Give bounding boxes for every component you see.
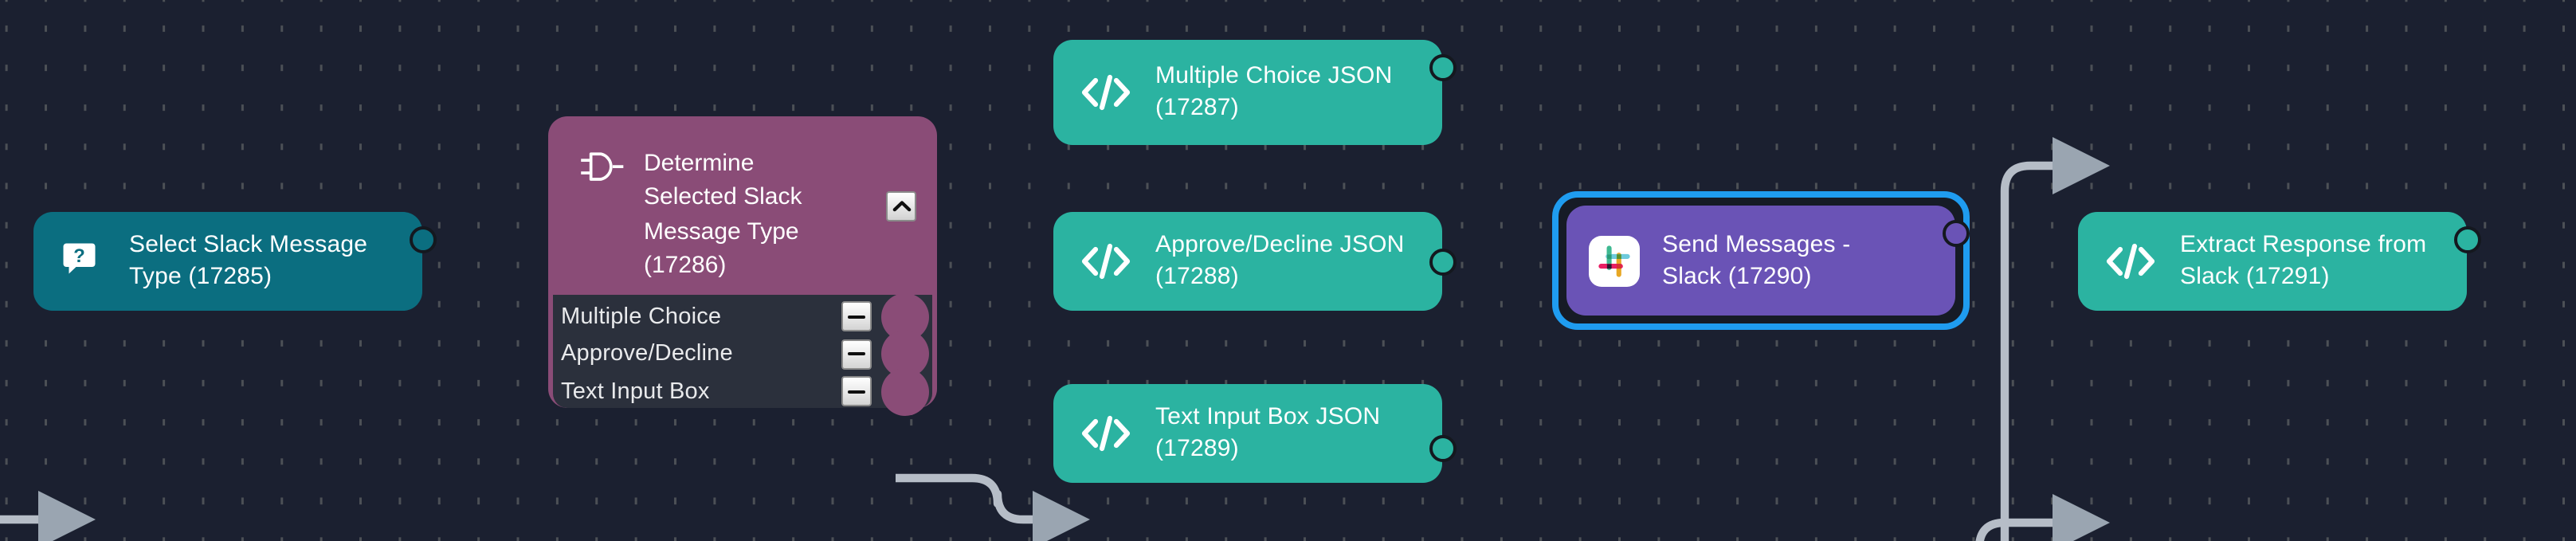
arrow-head-17288	[2053, 494, 2110, 541]
output-label-text-input-box: Text Input Box	[561, 378, 710, 405]
code-icon	[1079, 410, 1133, 457]
node-title-17288: Approve/Decline JSON (17288)	[1155, 231, 1405, 290]
arrow-head-incoming	[38, 491, 96, 541]
node-extract-response-from-slack[interactable]: Extract Response from Slack (17291)	[2078, 212, 2481, 311]
code-icon	[2104, 237, 2158, 285]
output-label-approve-decline: Approve/Decline	[561, 341, 733, 367]
node-title-17286: Determine Selected Slack Message Type (1…	[644, 150, 802, 279]
minus-icon-multiple-choice[interactable]	[841, 301, 872, 332]
output-row-approve-decline[interactable]: Approve/Decline	[553, 330, 932, 378]
node-title-17287: Multiple Choice JSON (17287)	[1155, 62, 1393, 121]
minus-glyph	[848, 352, 865, 356]
minus-glyph	[848, 315, 865, 319]
node-title-17289: Text Input Box JSON (17289)	[1155, 403, 1381, 462]
chevron-up-icon[interactable]	[886, 191, 916, 221]
minus-icon-approve-decline[interactable]	[841, 339, 872, 370]
output-port-17288[interactable]	[1429, 249, 1457, 276]
output-port-17285[interactable]	[410, 226, 437, 253]
arrow-head-17286	[1033, 491, 1090, 541]
code-icon	[1079, 69, 1133, 116]
wire-17285-to-17286	[896, 473, 1039, 524]
minus-glyph	[848, 390, 865, 394]
output-row-multiple-choice[interactable]: Multiple Choice	[553, 292, 932, 341]
logic-gate-icon	[577, 143, 625, 191]
node-text-input-box-json[interactable]: Text Input Box JSON (17289)	[1053, 384, 1457, 483]
question-bubble-icon: ?	[56, 236, 107, 287]
switch-outputs-panel: Multiple Choice Approve/Decline Text Inp…	[553, 292, 932, 416]
node-multiple-choice-json[interactable]: Multiple Choice JSON (17287)	[1053, 40, 1457, 145]
output-label-multiple-choice: Multiple Choice	[561, 304, 722, 330]
svg-text:?: ?	[73, 245, 85, 267]
arrow-head-17287	[2053, 137, 2110, 194]
output-port-17290[interactable]	[1943, 220, 1970, 247]
node-title-17290: Send Messages - Slack (17290)	[1662, 230, 1851, 289]
output-row-text-input-box[interactable]: Text Input Box	[553, 367, 932, 416]
node-determine-selected-slack-message-type[interactable]: Determine Selected Slack Message Type (1…	[548, 116, 937, 416]
output-port-17291[interactable]	[2454, 226, 2481, 253]
output-port-text-input-box[interactable]	[881, 367, 929, 416]
node-send-messages-slack[interactable]: Send Messages - Slack (17290)	[1566, 206, 1970, 316]
output-port-17287[interactable]	[1429, 54, 1457, 81]
slack-logo-icon	[1589, 235, 1640, 286]
node-title-17291: Extract Response from Slack (17291)	[2180, 231, 2427, 290]
output-port-17289[interactable]	[1429, 435, 1457, 462]
wire-out2-to-17288	[1975, 518, 2059, 541]
switch-node-header: Determine Selected Slack Message Type (1…	[553, 121, 932, 295]
node-select-slack-message-type[interactable]: ? Select Slack Message Type (17285)	[33, 212, 437, 311]
node-approve-decline-json[interactable]: Approve/Decline JSON (17288)	[1053, 212, 1457, 311]
minus-icon-text-input-box[interactable]	[841, 376, 872, 407]
node-title-17285: Select Slack Message Type (17285)	[129, 231, 368, 290]
code-icon	[1079, 237, 1133, 285]
